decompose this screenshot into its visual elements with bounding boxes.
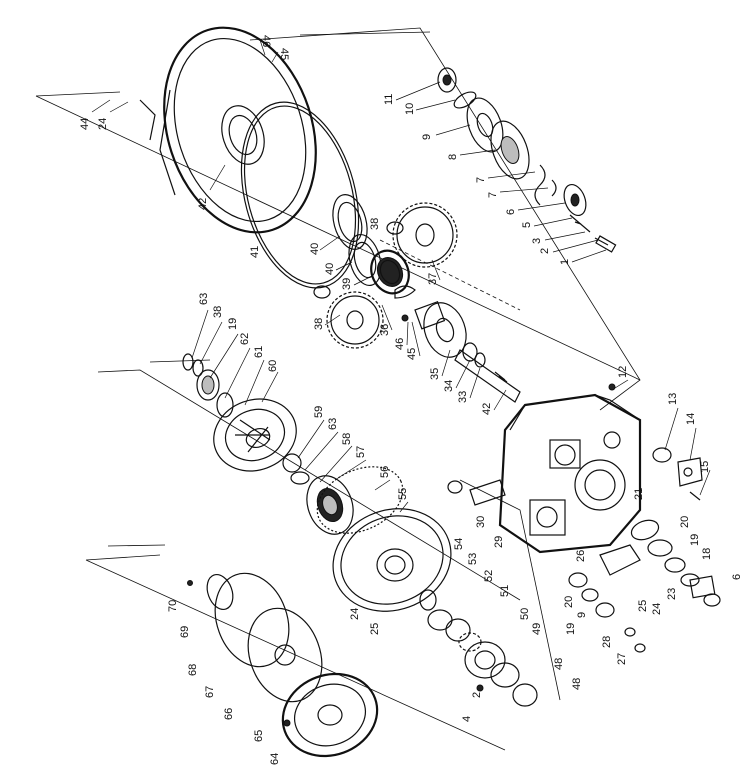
right-small-parts [568, 519, 721, 653]
callout-46: 46 [260, 35, 272, 47]
callout-42: 42 [197, 198, 209, 210]
callout-42b: 42 [481, 403, 493, 415]
callout-1: 1 [559, 259, 571, 265]
callout-23: 23 [666, 588, 678, 600]
callout-57: 57 [355, 446, 367, 458]
gasket-41 [240, 101, 360, 289]
callout-labels: 46 45 44 24 42 41 11 10 9 8 7 7 6 5 3 2 … [79, 35, 743, 765]
callout-13: 13 [667, 393, 679, 405]
callout-4: 4 [461, 716, 473, 722]
callout-6: 6 [505, 209, 517, 215]
callout-2b: 2 [471, 692, 483, 698]
callout-5: 5 [521, 222, 533, 228]
callout-40b: 40 [324, 263, 336, 275]
callout-45b: 45 [406, 348, 418, 360]
callout-2: 2 [539, 248, 551, 254]
lower-seal-group [419, 589, 538, 707]
callout-33: 33 [457, 391, 469, 403]
callout-6b: 6 [731, 574, 743, 580]
callout-24c: 24 [349, 608, 361, 620]
callout-49: 49 [531, 623, 543, 635]
side-cover-13-14 [652, 447, 703, 501]
callout-38c: 38 [212, 306, 224, 318]
callout-55: 55 [397, 488, 409, 500]
callout-67: 67 [204, 686, 216, 698]
callout-19c: 19 [565, 623, 577, 635]
callout-48b: 48 [571, 678, 583, 690]
callout-12: 12 [617, 366, 629, 378]
callout-63b: 63 [327, 418, 339, 430]
callout-24: 24 [97, 118, 109, 130]
callout-11: 11 [383, 94, 395, 105]
callout-61: 61 [253, 346, 265, 358]
callout-25: 25 [637, 600, 649, 612]
callout-15: 15 [699, 461, 711, 473]
upper-gear-group [313, 194, 458, 349]
callout-52: 52 [483, 570, 495, 582]
callout-39: 39 [341, 278, 353, 290]
callout-64: 64 [269, 753, 281, 765]
callout-27: 27 [616, 653, 628, 665]
callout-66: 66 [223, 708, 235, 720]
callout-9: 9 [421, 134, 433, 140]
callout-30: 30 [475, 516, 487, 528]
callout-37: 37 [427, 273, 439, 285]
callout-70: 70 [167, 600, 179, 612]
callout-14: 14 [685, 413, 697, 425]
callout-20b: 20 [563, 596, 575, 608]
callout-68: 68 [187, 664, 199, 676]
callout-46b: 46 [394, 338, 406, 350]
callout-50: 50 [519, 608, 531, 620]
callout-62: 62 [239, 333, 251, 345]
callout-35: 35 [429, 368, 441, 380]
callout-63: 63 [198, 293, 210, 305]
top-right-part-stack [437, 67, 617, 253]
callout-18: 18 [701, 548, 713, 560]
callout-51: 51 [499, 585, 511, 597]
callout-54: 54 [453, 538, 465, 550]
housing-ring-55 [316, 466, 452, 612]
callout-19: 19 [227, 318, 239, 330]
callout-7b: 7 [487, 192, 499, 198]
input-shaft-group [401, 301, 521, 403]
callout-58: 58 [341, 433, 353, 445]
callout-28: 28 [601, 636, 613, 648]
assembly-guide-lines [35, 27, 641, 751]
callout-56: 56 [379, 466, 391, 478]
callout-36: 36 [379, 324, 391, 336]
callout-48: 48 [553, 658, 565, 670]
callout-60: 60 [267, 360, 279, 372]
callout-10: 10 [404, 103, 416, 115]
callout-7: 7 [475, 177, 487, 183]
callout-53: 53 [467, 553, 479, 565]
callout-40: 40 [309, 243, 321, 255]
bottom-disc-group [187, 572, 379, 758]
callout-19b: 19 [689, 534, 701, 546]
callout-25b: 25 [369, 623, 381, 635]
callout-9b: 9 [576, 612, 588, 618]
callout-45: 45 [278, 48, 290, 60]
callout-26: 26 [575, 550, 587, 562]
callout-21: 21 [633, 488, 645, 500]
callout-34: 34 [443, 380, 455, 392]
gearbox-housing [447, 383, 642, 554]
callout-leaders [91, 39, 711, 513]
callout-59: 59 [313, 406, 325, 418]
callout-24b: 24 [651, 603, 663, 615]
callout-69: 69 [179, 626, 191, 638]
callout-20: 20 [679, 516, 691, 528]
callout-8: 8 [447, 154, 459, 160]
callout-38b: 38 [313, 318, 325, 330]
callout-44: 44 [79, 118, 91, 130]
left-flange-group [182, 353, 310, 485]
callout-41: 41 [249, 246, 261, 258]
callout-29: 29 [493, 536, 505, 548]
callout-65: 65 [253, 730, 265, 742]
callout-38: 38 [369, 218, 381, 230]
main-cover-42 [139, 26, 317, 234]
callout-3: 3 [531, 238, 543, 244]
